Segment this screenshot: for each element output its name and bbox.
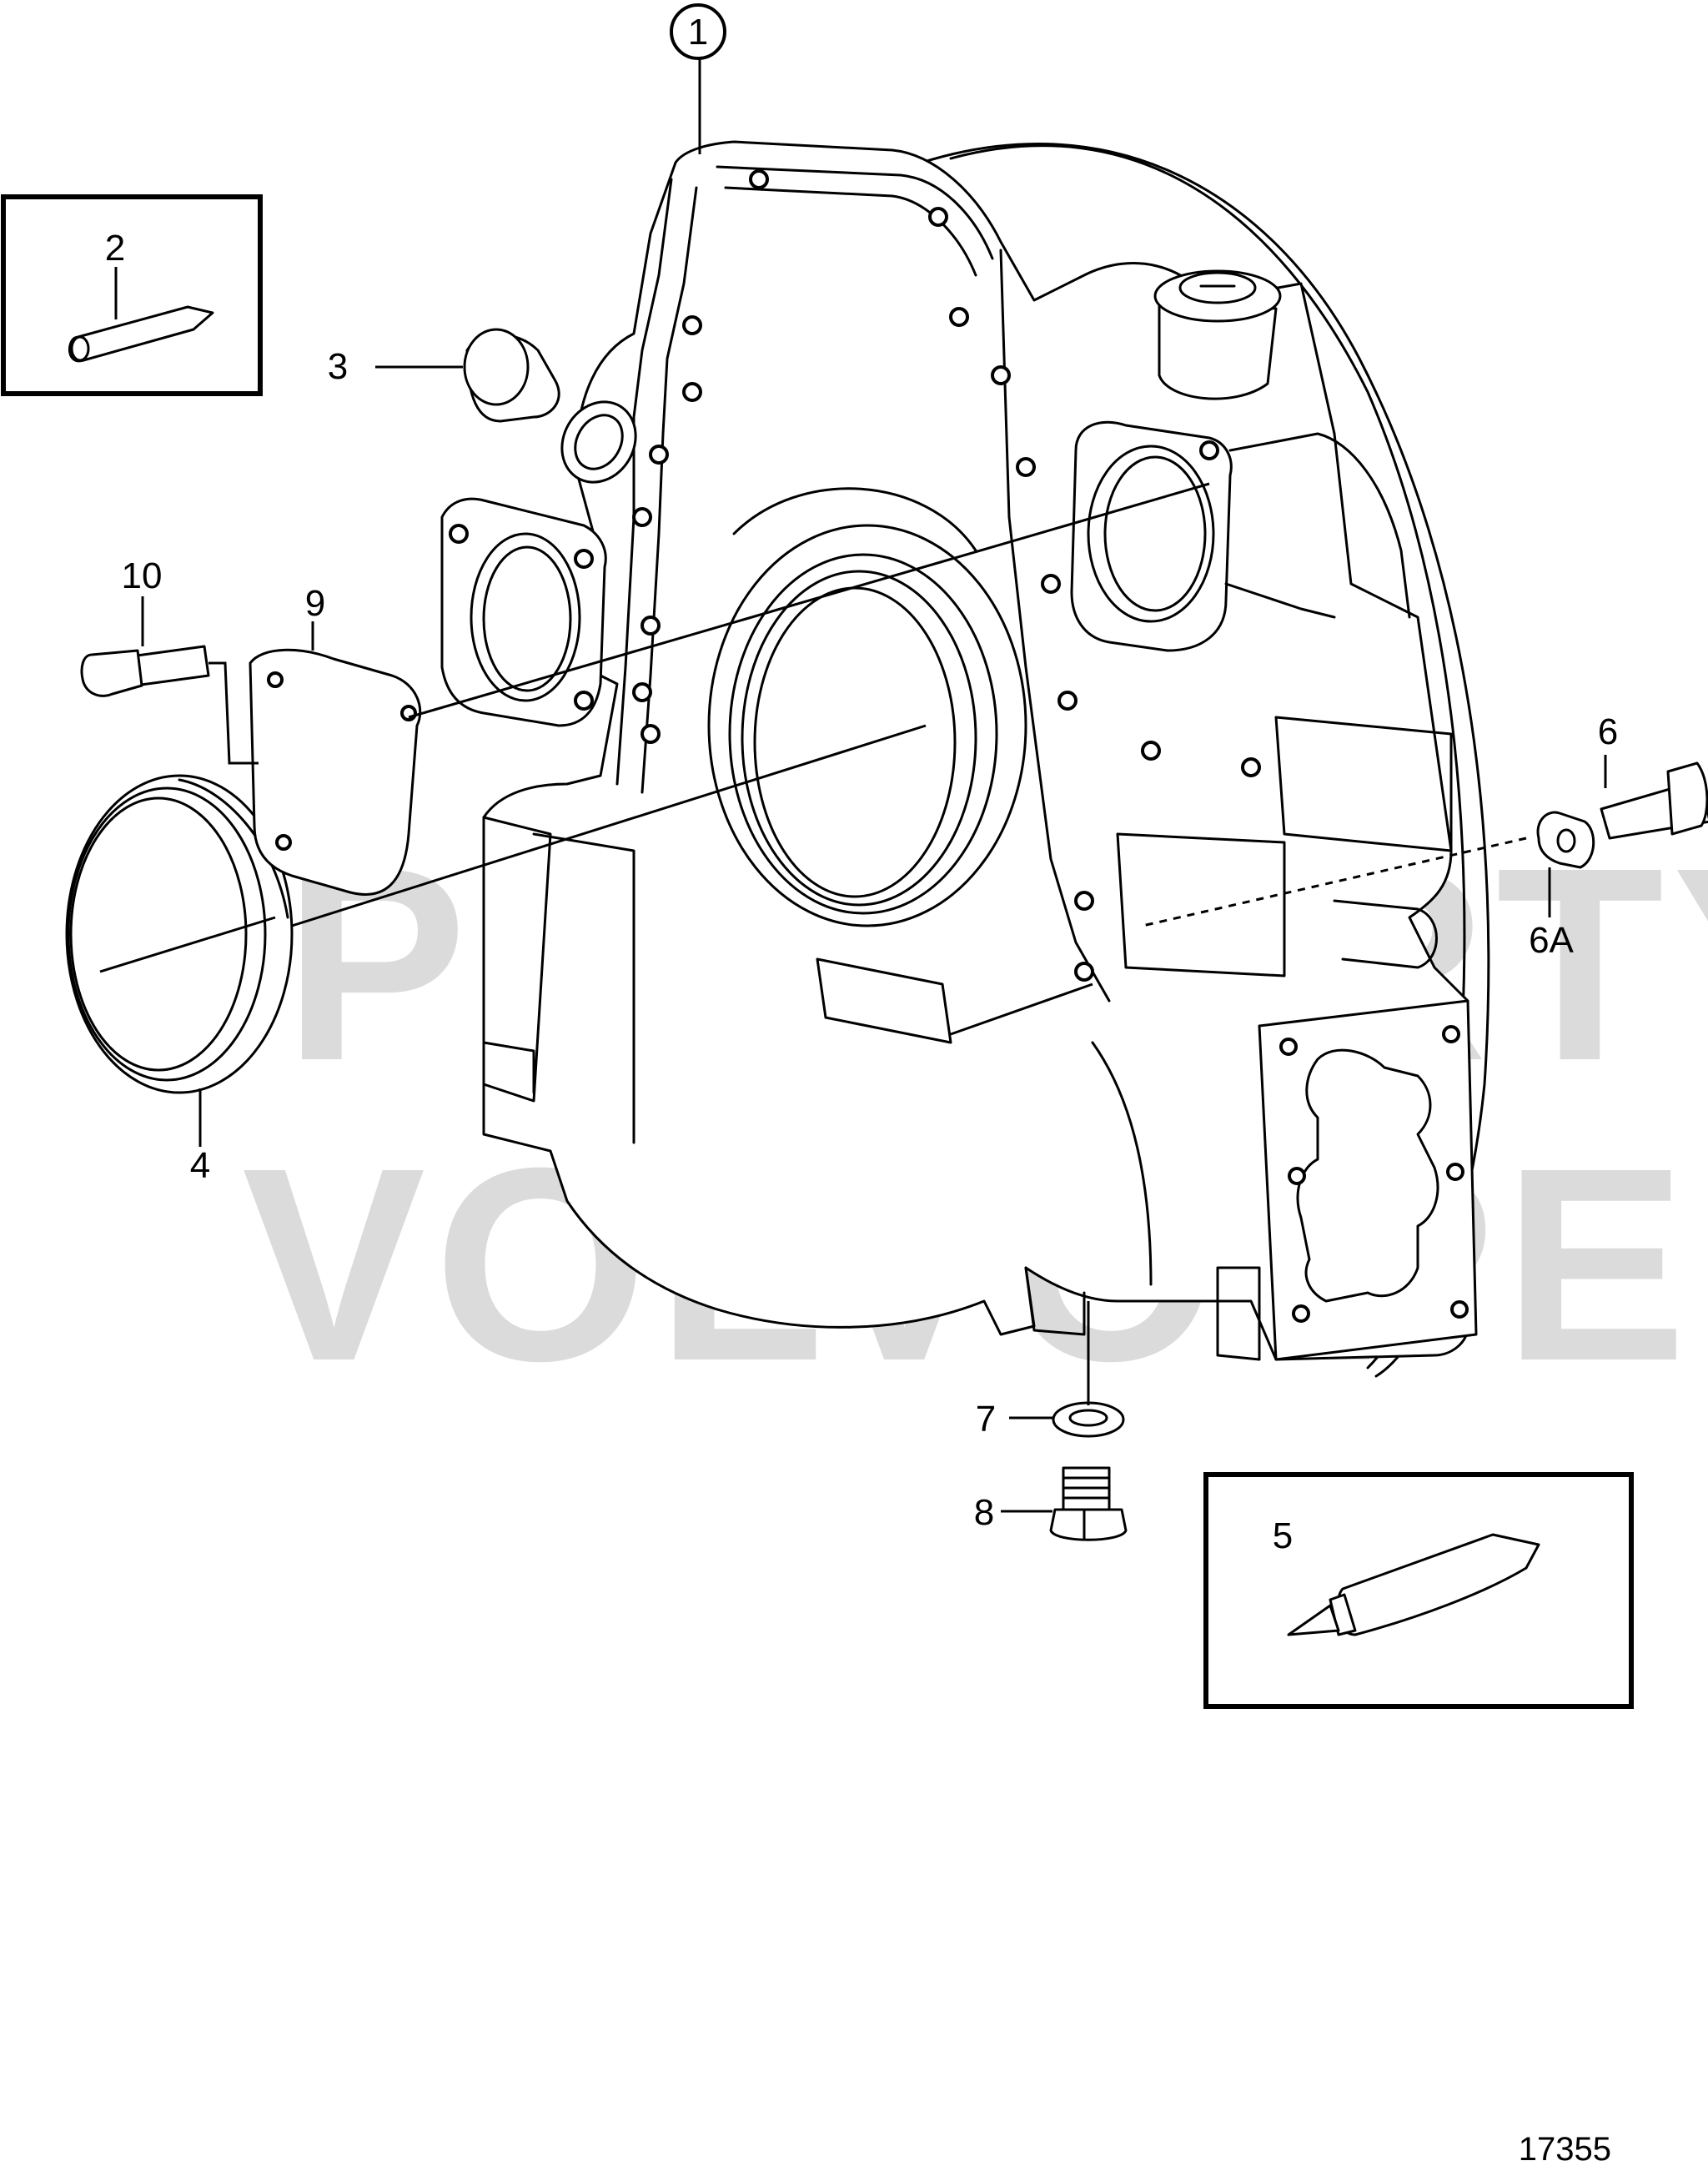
right-lower-recess [1116,832,1286,977]
top-ridge [716,165,994,260]
lower-left-block [482,1041,535,1094]
bolt-item-10 [80,596,259,765]
seal-ring-4-mid [67,786,267,1082]
right-pin [1333,899,1438,969]
right-block [1274,716,1453,852]
washer-7 [1052,1401,1125,1438]
drain-boss [1024,1266,1086,1336]
left-opening-inner [482,545,572,692]
seal-ring-3-inner [574,414,624,470]
bolt-6-axis [1142,837,1527,927]
cover-plate-item-9 [249,621,422,896]
bolt-10-axis [208,661,259,765]
dowel-pin-panel [1,194,263,396]
sealant-panel [1203,1472,1634,1709]
bore-ring-2 [741,570,977,907]
bore-ring-1 [728,553,998,915]
assembly-axes [99,482,1210,1036]
callout-10: 10 [122,555,163,596]
right-ridge [999,249,1111,1003]
lower-right-block [1216,1266,1261,1361]
left-ridge [615,178,673,786]
bolt-10-head [80,649,143,697]
bore-top-arc [732,487,977,552]
callout-labels: 1 2 3 4 5 6 6A 7 8 9 10 [105,3,1618,1556]
dowel-pin [68,305,214,363]
callout-3: 3 [328,346,348,387]
lower-right-pad-holes [1279,1025,1469,1323]
flywheel-housing [440,140,1490,1378]
axis-seal [291,724,927,927]
callout-5: 5 [1273,1515,1293,1556]
left-ridge-inner [640,186,698,794]
lower-right-pad-gasket [1296,1048,1439,1303]
plug-item-3 [375,328,637,484]
sealant-box [1203,1472,1634,1709]
callout-8: 8 [974,1492,994,1533]
seal-ring-4-lip [178,778,289,919]
washer-7-hole [1068,1409,1108,1427]
callout-6A: 6A [1529,920,1574,961]
callout-1-circle [670,3,726,60]
starter-housing-side [1228,432,1411,619]
callout-1: 1 [688,12,708,53]
dowel-pin-box [1,194,263,396]
sealant-tube [1336,1533,1540,1636]
axis-seal-inner [99,916,276,973]
callout-2: 2 [105,228,125,269]
starter-housing-lower [1224,582,1336,619]
callout-7: 7 [976,1399,996,1440]
flange-bolt-holes [449,169,1261,982]
document-number: 17355 [1519,2131,1611,2168]
washer-6A [1536,811,1595,869]
plug-3-face [463,328,530,406]
seal-ring-4-inner [69,797,248,1072]
callout-9: 9 [305,583,325,624]
sealant-tube-nozzle [1287,1604,1340,1636]
axis-lower [950,982,1093,1036]
starter-opening-inner [1103,455,1207,612]
callout-6: 6 [1598,711,1618,752]
cover-plate-9 [249,648,422,896]
plug-8-thread-lines [1062,1476,1111,1500]
upper-plug-head [1178,271,1257,304]
bolt-6-head [1666,761,1708,836]
upper-boss [1158,299,1278,400]
left-opening [470,532,581,702]
cover-plate-9-holes [267,671,417,851]
lower-left-pocket [482,816,552,1103]
bolt-item-6 [1142,755,1708,927]
washer-6A-hole [1556,828,1576,853]
callout-4: 4 [190,1145,210,1186]
face-slot [816,957,952,1044]
seal-ring-item-4 [65,774,294,1147]
lower-rib [1091,1041,1153,1286]
drain-items [1001,1301,1128,1541]
dowel-pin-end [70,335,90,362]
axis-upper [408,482,1210,719]
plug-8-hex [1049,1508,1128,1541]
starter-opening [1087,445,1215,623]
